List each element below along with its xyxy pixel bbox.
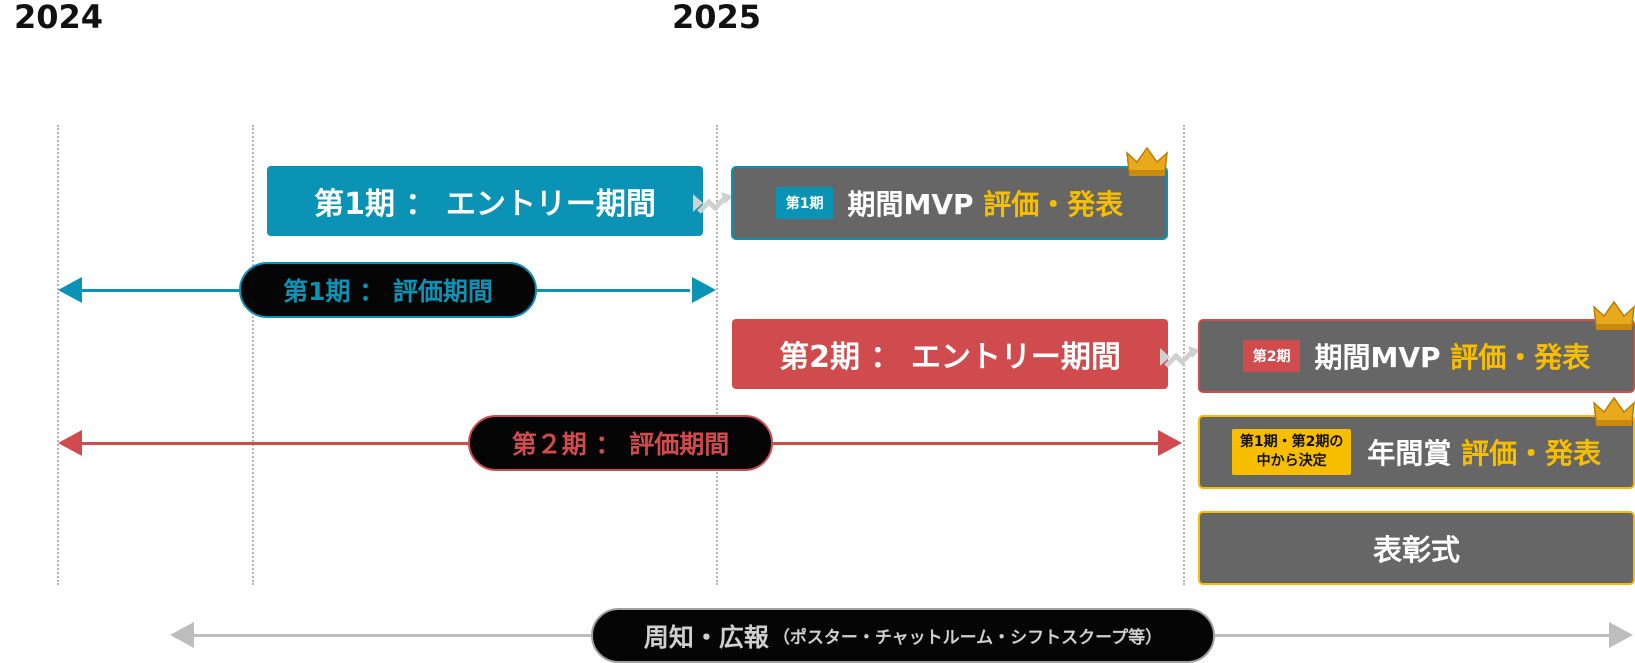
period1-mvp-box: 第1期 期間MVP 評価・発表 [731, 166, 1168, 240]
crown-icon [1593, 301, 1635, 330]
connector-arrow-icon [693, 192, 733, 214]
ceremony-box: 表彰式 [1198, 511, 1635, 585]
period2-entry-label: 第2期 ： エントリー期間 [779, 340, 1121, 375]
period2-mvp-box: 第2期 期間MVP 評価・発表 [1198, 319, 1635, 393]
annual-label: 年間賞 [1367, 437, 1452, 470]
period2-entry-bar: 第2期 ： エントリー期間 [732, 319, 1168, 389]
ceremony-label: 表彰式 [1372, 533, 1460, 567]
period2-eval-pill: 第２期 ： 評価期間 [468, 415, 773, 471]
publicity-sub: （ポスター・チャットルーム・シフトスクープ等） [772, 628, 1163, 648]
crown-icon [1126, 147, 1168, 176]
period1-eval-pill: 第1期 ： 評価期間 [239, 262, 537, 318]
period1-entry-label: 第1期 ： エントリー期間 [314, 187, 656, 222]
arrow-right-icon [692, 277, 716, 303]
annual-award-box: 第1期・第2期の 中から決定 年間賞 評価・発表 [1198, 415, 1635, 489]
period1-tag: 第1期 [775, 187, 834, 219]
mvp-highlight: 評価・発表 [983, 188, 1124, 221]
period2-eval-label: 第２期 ： 評価期間 [511, 430, 730, 459]
mvp-label: 期間MVP [847, 188, 974, 221]
guide-line [252, 125, 254, 585]
connector-arrow-icon [1160, 346, 1200, 368]
period2-tag: 第2期 [1242, 340, 1301, 372]
arrow-left-icon [58, 277, 82, 303]
arrow-left-icon [170, 622, 194, 648]
period1-mvp-text: 期間MVP 評価・発表 [847, 183, 1123, 223]
year-2025: 2025 [672, 0, 762, 36]
publicity-pill: 周知・広報 （ポスター・チャットルーム・シフトスクープ等） [591, 608, 1215, 663]
guide-line [716, 125, 718, 585]
arrow-right-icon [1158, 430, 1182, 456]
mvp-highlight: 評価・発表 [1450, 341, 1591, 374]
annual-award-text: 年間賞 評価・発表 [1367, 432, 1601, 472]
mvp-label: 期間MVP [1314, 341, 1441, 374]
crown-icon [1593, 397, 1635, 426]
arrow-left-icon [58, 430, 82, 456]
period1-entry-bar: 第1期 ： エントリー期間 [267, 166, 703, 236]
period2-mvp-text: 期間MVP 評価・発表 [1314, 336, 1590, 376]
year-2024: 2024 [14, 0, 104, 36]
annual-tag-line1: 第1期・第2期の [1239, 434, 1344, 450]
period1-eval-label: 第1期 ： 評価期間 [283, 277, 493, 306]
annual-tag-line2: 中から決定 [1256, 453, 1327, 469]
guide-line [57, 125, 59, 585]
annual-tag: 第1期・第2期の 中から決定 [1231, 429, 1352, 475]
guide-line [1183, 125, 1185, 585]
arrow-right-icon [1609, 622, 1633, 648]
publicity-main: 周知・広報 [643, 622, 769, 652]
annual-highlight: 評価・発表 [1461, 437, 1602, 470]
